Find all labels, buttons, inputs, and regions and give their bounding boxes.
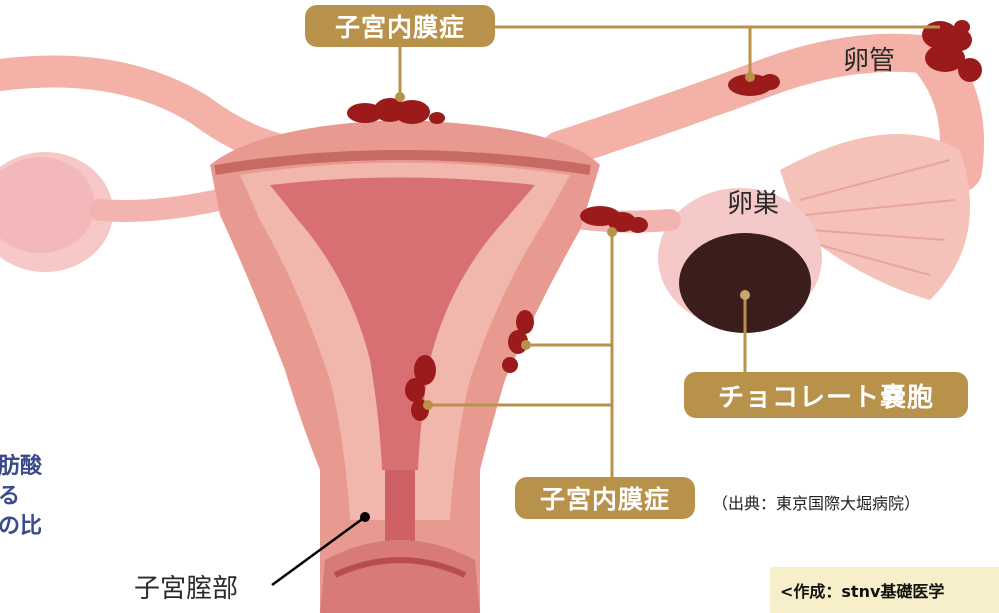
- side-text-line-1: 肪酸: [0, 452, 42, 482]
- chocolate-cyst-label: チョコレート嚢胞: [684, 372, 968, 418]
- side-text-line-2: る: [0, 482, 20, 512]
- endometriosis-label-top: 子宮内膜症: [305, 5, 495, 47]
- left-fallopian-tube: [0, 72, 280, 150]
- side-text-line-3: の比: [0, 512, 42, 542]
- fallopian-tube-label: 卵管: [843, 40, 895, 77]
- source-citation: （出典：東京国際大堀病院）: [712, 490, 920, 514]
- endometriosis-label-bottom: 子宮内膜症: [515, 477, 695, 519]
- cervix-label: 子宮腟部: [134, 568, 238, 605]
- ovary-label: 卵巣: [727, 183, 779, 220]
- credit-banner: <作成：stnv基礎医学: [770, 567, 999, 613]
